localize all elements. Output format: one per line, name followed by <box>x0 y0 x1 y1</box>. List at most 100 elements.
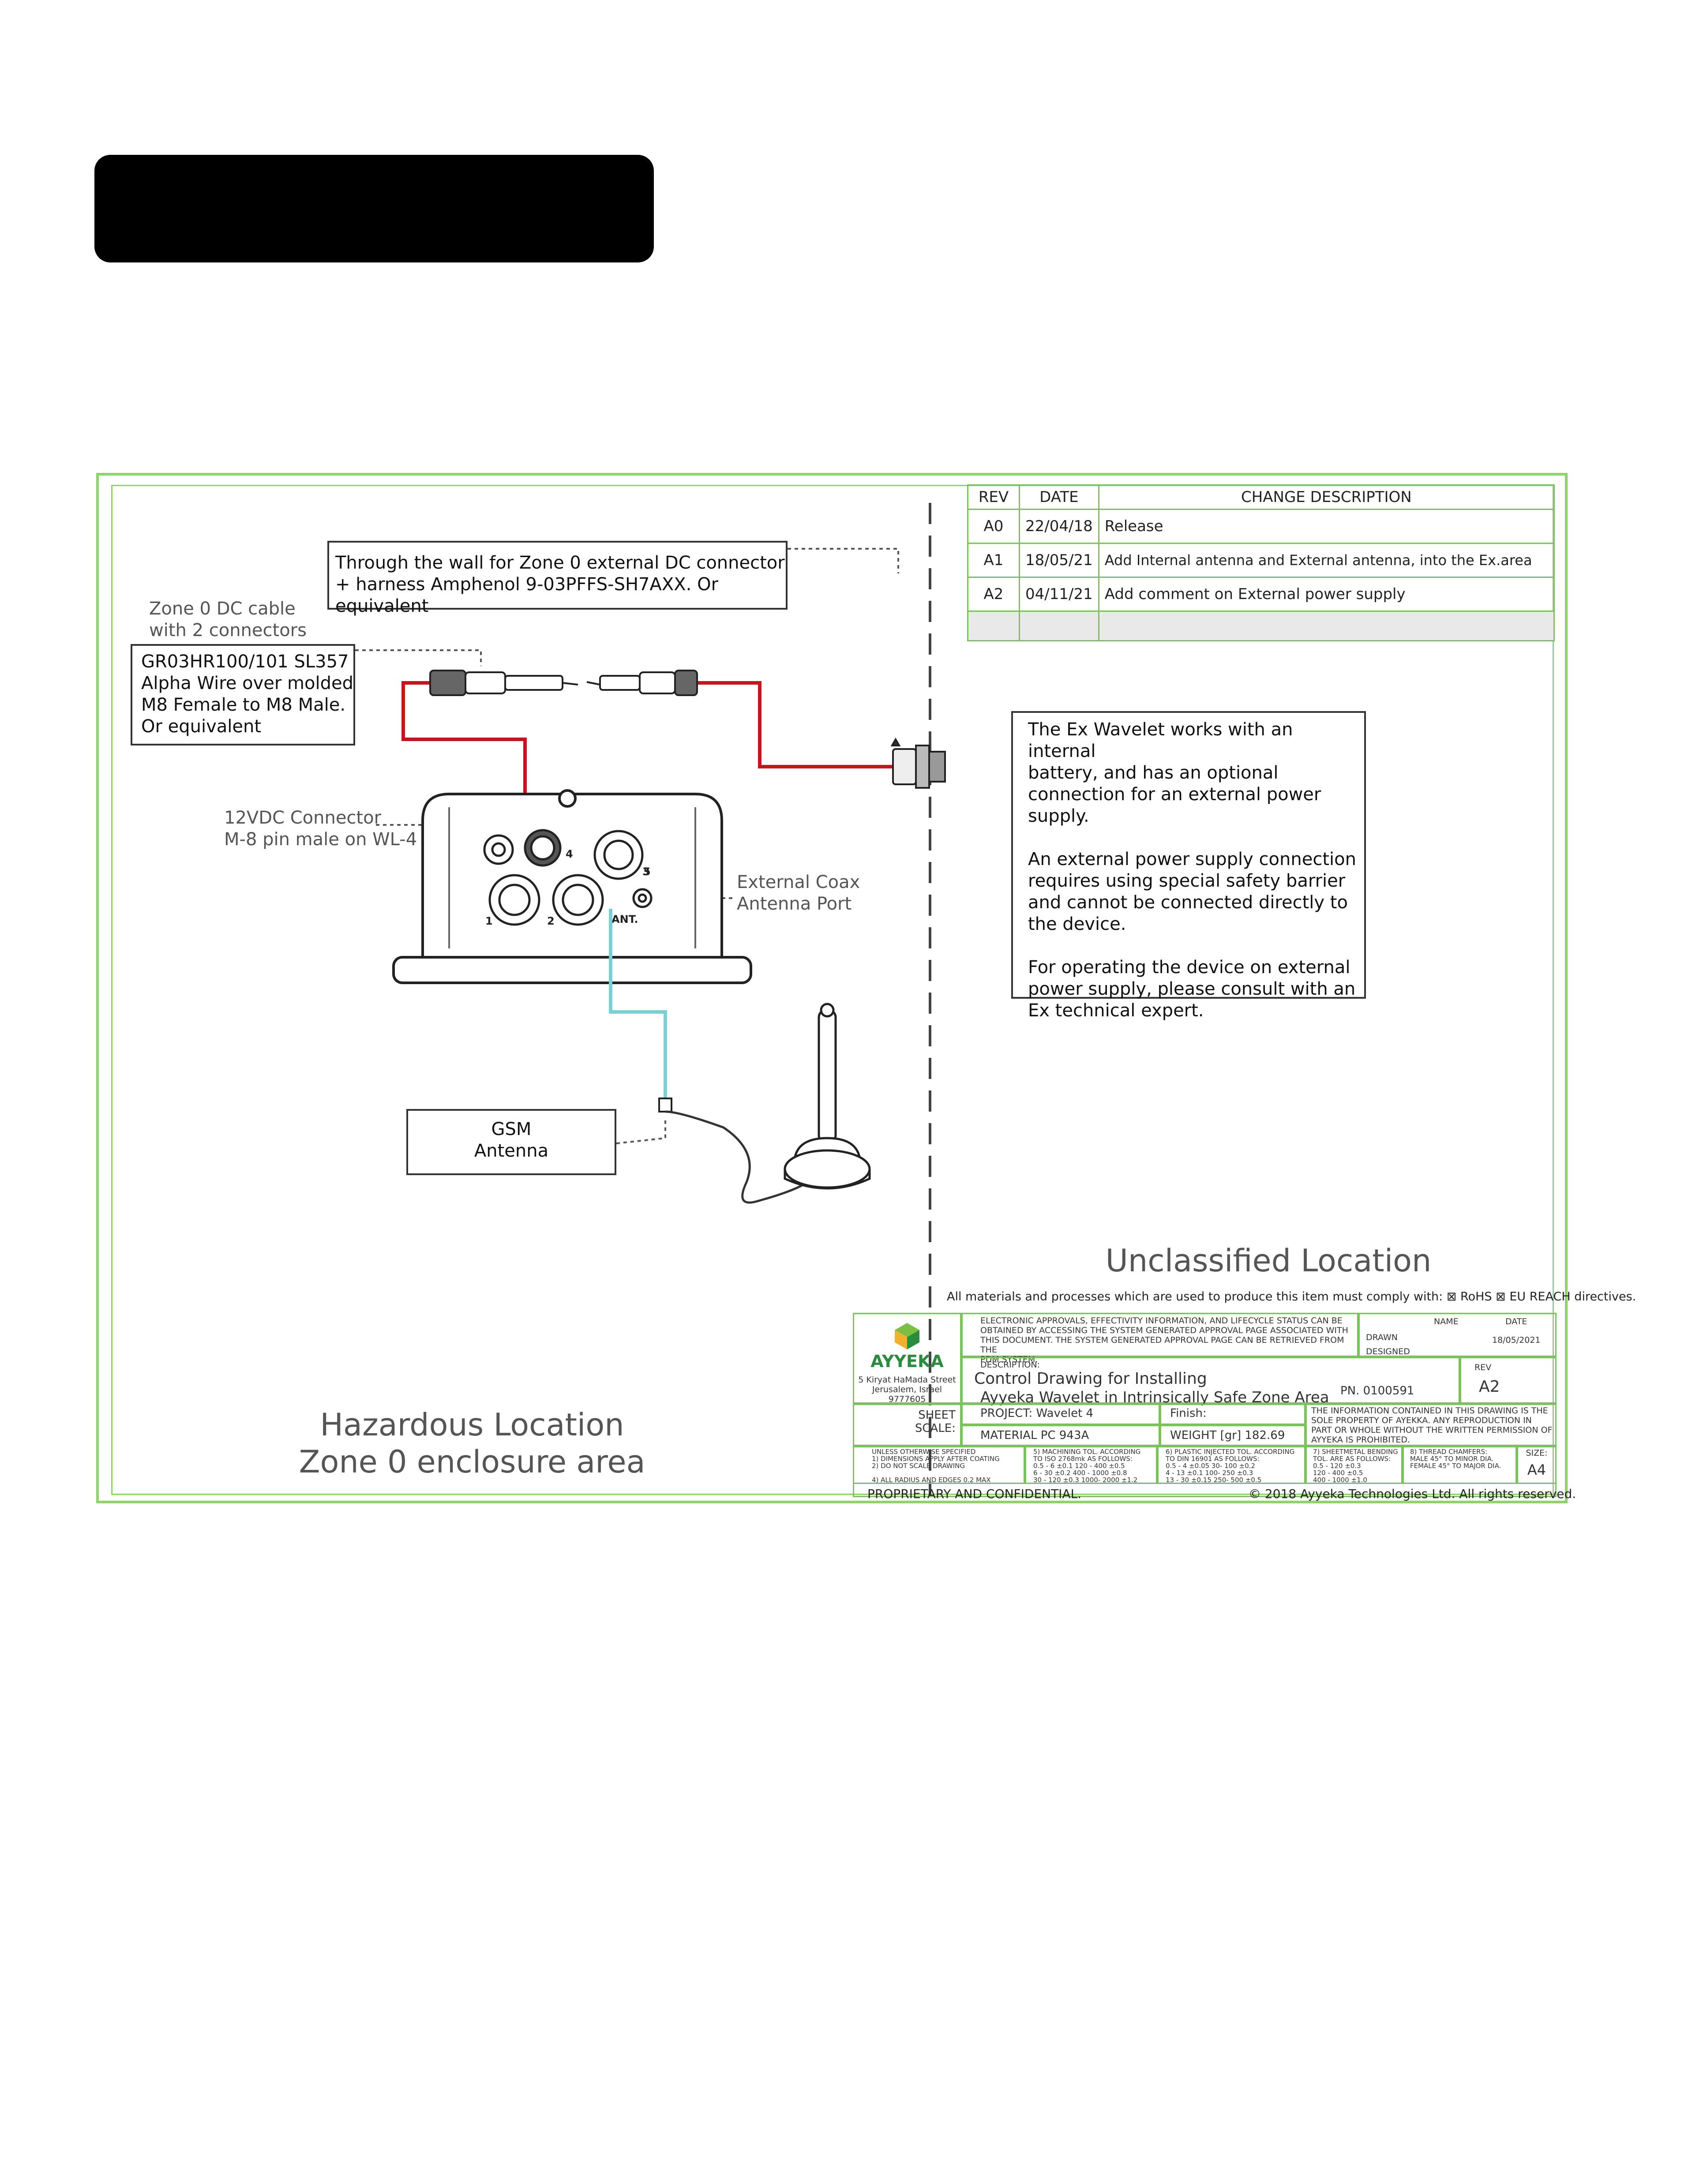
approvals-line-2: OBTAINED BY ACCESSING THE SYSTEM GENERAT… <box>980 1326 1348 1335</box>
connector-12v-line-2: M-8 pin male on WL-4 <box>224 829 417 850</box>
tol-thread-3: FEMALE 45° TO MAJOR DIA. <box>1410 1462 1501 1470</box>
finish-label: Finish: <box>1170 1407 1207 1420</box>
approvals-cell: ELECTRONIC APPROVALS, EFFECTIVITY INFORM… <box>961 1313 1358 1364</box>
power-note-line-7: requires using special safety barrier <box>1028 871 1346 891</box>
tolerance-sheetmetal-cell: 7) SHEETMETAL BENDING TOL. ARE AS FOLLOW… <box>1305 1446 1403 1484</box>
material-value: MATERIAL PC 943A <box>980 1429 1089 1442</box>
material-cell: MATERIAL PC 943A <box>961 1425 1160 1446</box>
revision-header-row: REV DATE CHANGE DESCRIPTION <box>967 484 1555 510</box>
hazardous-line-1: Hazardous Location <box>320 1407 624 1443</box>
leader-through-wall <box>788 548 899 573</box>
company-name: AYYEKA <box>870 1352 944 1371</box>
tol-general-2: 1) DIMENSIONS APPLY AFTER COATING <box>872 1455 1000 1463</box>
gsm-antenna-box: GSM Antenna <box>406 1109 616 1175</box>
cable-part-line-4: Or equivalent <box>141 716 262 737</box>
revision-row: A2 04/11/21 Add comment on External powe… <box>967 577 1555 612</box>
drawn-cell: NAME DATE DRAWN 18/05/2021 DESIGNED <box>1358 1313 1557 1357</box>
power-note-line-8: and cannot be connected directly to <box>1028 892 1348 913</box>
tol-plastic-2: TO DIN 16901 AS FOLLOWS: <box>1166 1455 1260 1463</box>
cable-part-line-1: GR03HR100/101 SL357 <box>141 652 349 672</box>
tol-plastic-3: 0.5 - 4 ±0.05 30- 100 ±0.2 <box>1166 1462 1255 1470</box>
callout-through-wall-line-2: + harness Amphenol 9-03PFFS-SH7AXX. Or e… <box>335 574 719 616</box>
gsm-antenna-graphic <box>784 1003 871 1190</box>
proprietary-note: PROPRIETARY AND CONFIDENTIAL. <box>867 1487 1082 1501</box>
revision-date: 18/05/21 <box>1019 543 1099 578</box>
tol-general-3: 2) DO NOT SCALE DRAWING <box>872 1462 965 1470</box>
callout-through-wall-line-1: Through the wall for Zone 0 external DC … <box>335 553 785 573</box>
dc-cable-label-line-1: Zone 0 DC cable <box>149 599 296 619</box>
leader-gsm <box>616 1120 666 1144</box>
dc-cable-label-line-2: with 2 connectors <box>149 620 307 641</box>
revision-desc: Release <box>1098 509 1555 544</box>
cable-break-left <box>562 682 578 686</box>
ownership-line-4: AYYEKA IS PROHIBITED. <box>1311 1435 1410 1445</box>
revision-header-desc: CHANGE DESCRIPTION <box>1098 484 1555 510</box>
power-note-line-10 <box>1028 935 1364 957</box>
power-note-box: The Ex Wavelet works with an internal ba… <box>1011 711 1366 1021</box>
port-label-ant: ANT. <box>611 913 638 925</box>
power-note-line-3: connection for an external power <box>1028 784 1321 805</box>
name-label: NAME <box>1434 1317 1459 1326</box>
power-note-line-12: power supply, please consult with an <box>1028 979 1356 999</box>
coax-cable <box>609 909 667 1098</box>
tol-sheet-2: TOL. ARE AS FOLLOWS: <box>1313 1455 1391 1463</box>
tol-sheet-1: 7) SHEETMETAL BENDING <box>1313 1448 1398 1456</box>
connector-12v-line-1: 12VDC Connector <box>224 808 382 828</box>
red-wire-right <box>697 681 893 768</box>
coax-port-line-2: Antenna Port <box>737 894 852 914</box>
drawing-frame-inner <box>111 485 1554 1495</box>
company-address-1: 5 Kiryat HaMada Street <box>858 1375 956 1385</box>
cable-connector-right <box>599 670 698 696</box>
ownership-line-2: SOLE PROPERTY OF AYEKKA. ANY REPRODUCTIO… <box>1311 1416 1532 1425</box>
port-label-2: 2 <box>547 915 555 927</box>
tol-machining-5: 30 - 120 ±0.3 1000- 2000 ±1.2 <box>1033 1476 1138 1484</box>
callout-cable-part: GR03HR100/101 SL357 Alpha Wire over mold… <box>131 644 355 745</box>
ownership-line-3: PART OR WHOLE WITHOUT THE WRITTEN PERMIS… <box>1311 1425 1553 1435</box>
port-label-1: 1 <box>485 915 493 927</box>
power-note-line-2: battery, and has an optional <box>1028 763 1279 783</box>
callout-through-wall: Through the wall for Zone 0 external DC … <box>327 541 788 616</box>
cable-connector-left <box>429 670 563 696</box>
tolerance-plastic-cell: 6) PLASTIC INJECTED TOL. ACCORDING TO DI… <box>1157 1446 1305 1484</box>
tolerance-machining-cell: 5) MACHINING TOL. ACCORDING TO ISO 2768m… <box>1025 1446 1157 1484</box>
device-ports <box>483 829 653 926</box>
power-note-line-6: An external power supply connection <box>1028 849 1356 869</box>
unclassified-location-label: Unclassified Location <box>1105 1243 1432 1279</box>
revision-row: A0 22/04/18 Release <box>967 509 1555 544</box>
revision-desc: Add Internal antenna and External antenn… <box>1098 543 1555 578</box>
tol-plastic-1: 6) PLASTIC INJECTED TOL. ACCORDING <box>1166 1448 1295 1456</box>
sheet-scale-cell: SHEET SCALE: <box>853 1404 961 1446</box>
drawing-frame-outer <box>96 473 1568 1503</box>
gsm-antenna-line-2: Antenna <box>474 1141 549 1161</box>
power-note-line-5 <box>1028 827 1364 849</box>
description-line-2: Ayyeka Wavelet in Intrinsically Safe Zon… <box>980 1389 1329 1406</box>
revision-header-date: DATE <box>1019 484 1099 510</box>
revision-rev: A1 <box>967 543 1020 578</box>
power-note-line-4: supply. <box>1028 806 1089 826</box>
tolerance-general-cell: UNLESS OTHERWISE SPECIFIED 1) DIMENSIONS… <box>853 1446 1025 1484</box>
copyright-note: © 2018 Ayyeka Technologies Ltd. All righ… <box>1249 1487 1576 1501</box>
date-label: DATE <box>1505 1317 1527 1326</box>
tol-thread-2: MALE 45° TO MINOR DIA. <box>1410 1455 1494 1463</box>
rev-cell: REV A2 <box>1460 1357 1557 1404</box>
port-label-5: 5 <box>643 865 651 878</box>
finish-cell: Finish: <box>1160 1404 1305 1425</box>
tol-sheet-3: 0.5 - 120 ±0.3 <box>1313 1462 1361 1470</box>
antenna-cable <box>665 1110 808 1204</box>
revision-rev: A0 <box>967 509 1020 544</box>
tol-plastic-4: 4 - 13 ±0.1 100- 250 ±0.3 <box>1166 1469 1253 1477</box>
description-cell: DESCRIPTION: Control Drawing for Install… <box>961 1357 1460 1406</box>
tol-machining-4: 6 - 30 ±0.2 400 - 1000 ±0.8 <box>1033 1469 1127 1477</box>
power-note-line-13: Ex technical expert. <box>1028 1000 1204 1021</box>
project-cell: PROJECT: Wavelet 4 <box>961 1404 1160 1425</box>
designed-label: DESIGNED <box>1366 1347 1410 1356</box>
red-wire-left <box>401 681 527 838</box>
title-banner <box>94 155 654 262</box>
revision-date: 04/11/21 <box>1019 577 1099 612</box>
dc-cable-label: Zone 0 DC cable with 2 connectors <box>149 598 307 641</box>
revision-desc: Add comment on External power supply <box>1098 577 1555 612</box>
revision-row-blank <box>967 611 1555 641</box>
connector-12v-label: 12VDC Connector M-8 pin male on WL-4 <box>224 807 417 850</box>
project-value: PROJECT: Wavelet 4 <box>980 1407 1094 1420</box>
ayyeka-logo-icon <box>895 1323 919 1349</box>
